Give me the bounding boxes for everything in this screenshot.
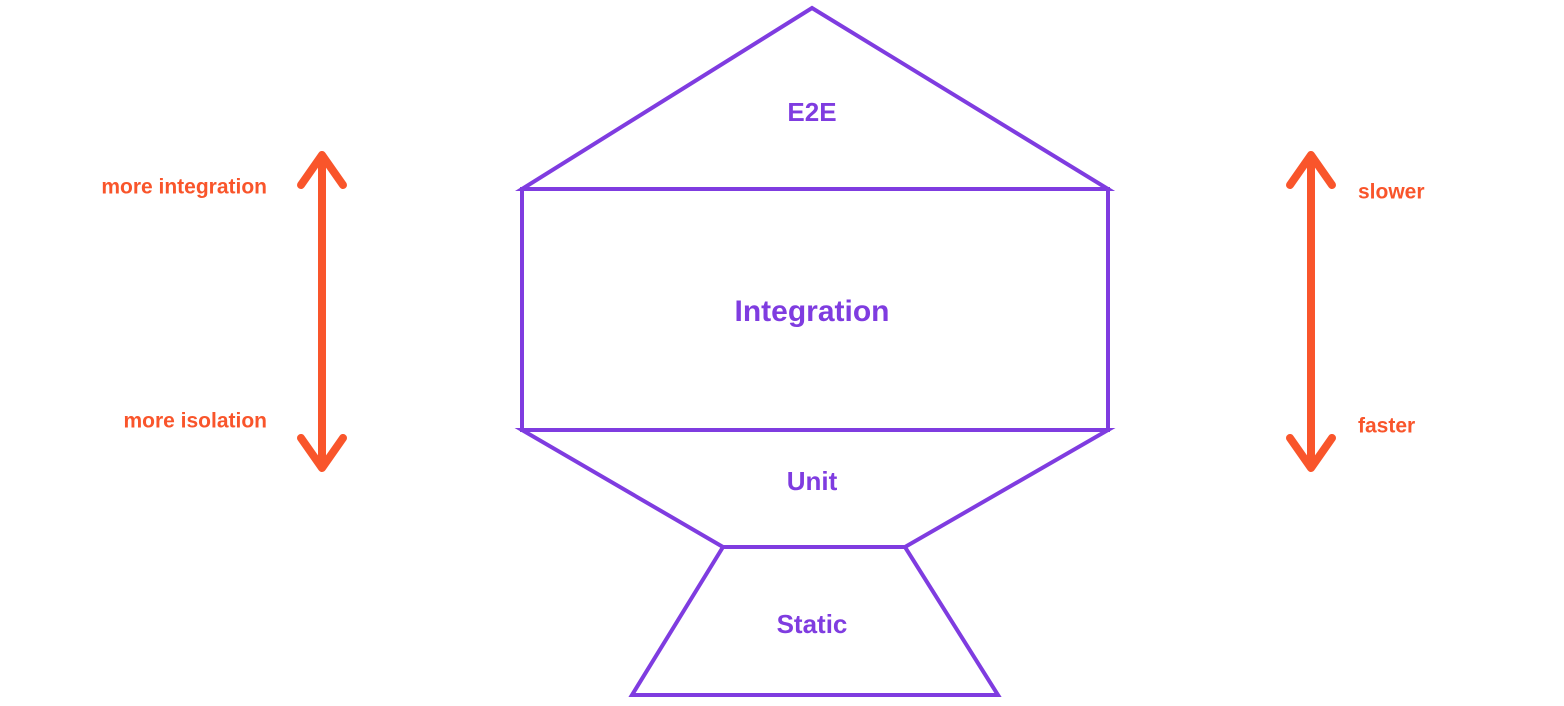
right-axis-bottom-label: faster xyxy=(1358,415,1415,438)
right-axis-group: slower faster xyxy=(1286,151,1425,472)
left-axis-group: more integration more isolation xyxy=(101,151,347,472)
static-shape xyxy=(628,545,1002,697)
right-axis-top-label: slower xyxy=(1358,181,1425,204)
layer-unit[interactable]: Unit xyxy=(514,428,1116,549)
right-axis-down-arrowhead-icon xyxy=(1286,434,1336,472)
left-axis-down-arrowhead-icon xyxy=(297,434,347,472)
left-axis-bottom-label: more isolation xyxy=(123,410,267,433)
layer-e2e[interactable]: E2E xyxy=(515,5,1116,191)
right-axis-up-arrowhead-icon xyxy=(1286,151,1336,189)
layer-static[interactable]: Static xyxy=(628,545,1002,697)
unit-label: Unit xyxy=(787,466,838,496)
left-axis-up-arrowhead-icon xyxy=(297,151,347,189)
integration-label: Integration xyxy=(735,295,890,328)
layer-integration[interactable]: Integration xyxy=(520,187,1110,432)
left-axis-top-label: more integration xyxy=(101,176,267,199)
static-label: Static xyxy=(777,609,848,639)
e2e-label: E2E xyxy=(787,97,836,127)
